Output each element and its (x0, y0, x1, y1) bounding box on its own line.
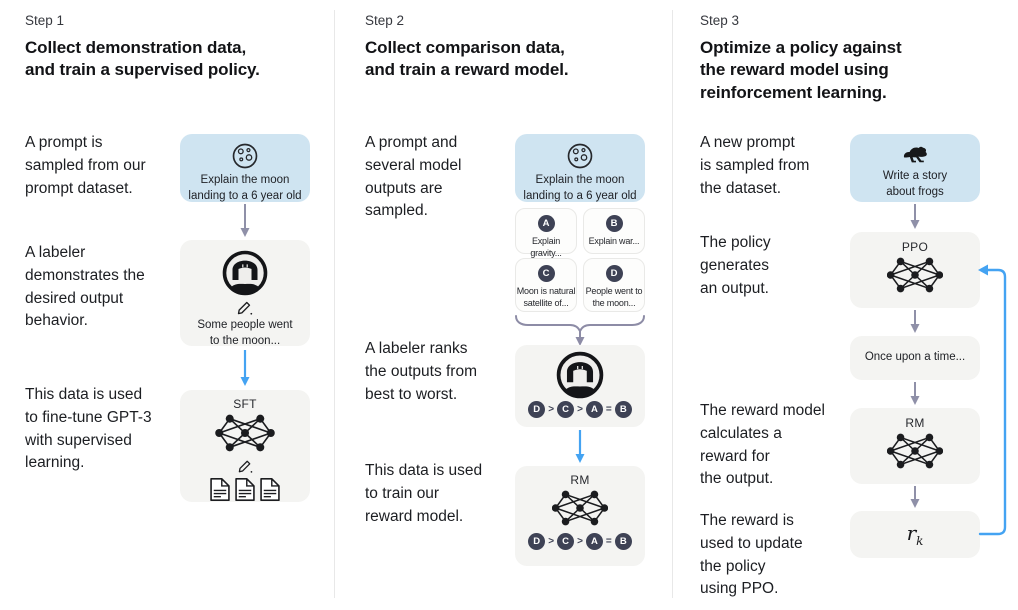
step3-output-box-text: Once upon a time... (864, 351, 966, 364)
neural-network-icon (215, 412, 275, 454)
rank-badge: C (557, 401, 575, 418)
document-icon (209, 477, 231, 502)
step3-prompt-box-text: Write a story about frogs (882, 170, 948, 198)
rank-badge: D (528, 533, 546, 550)
labeler-avatar-icon (222, 250, 268, 296)
step3-caption-prompt: A new prompt is sampled from the dataset… (700, 134, 810, 197)
arrow-down-icon (238, 350, 252, 387)
step3-output-box: Once upon a time... (850, 336, 980, 380)
output-box-d: D People went to the moon... (583, 258, 645, 312)
output-box-a: A Explain gravity... (515, 208, 577, 258)
rm-label: RM (905, 416, 925, 430)
step2-prompt-box: Explain the moon landing to a 6 year old (515, 134, 645, 202)
step3-label: Step 3 (700, 13, 740, 28)
output-text: Explain war... (588, 236, 640, 246)
step2-caption-ranks: A labeler ranks the outputs from best to… (365, 340, 478, 403)
feedback-loop-arrow (977, 260, 1013, 546)
step2-prompt-box-text: Explain the moon landing to a 6 year old (523, 174, 637, 202)
step1-label: Step 1 (25, 13, 65, 28)
rank-separator: > (548, 536, 555, 547)
output-text: People went to the moon... (585, 286, 643, 308)
rank-separator: > (548, 404, 555, 415)
document-icon (234, 477, 256, 502)
step1-labeler-box: Some people went to the moon... (180, 240, 310, 347)
rank-separator: = (605, 404, 612, 415)
neural-network-icon (887, 431, 943, 471)
step2-column: Step 2 Collect comparison data, and trai… (335, 0, 672, 610)
column-divider (672, 10, 673, 598)
step2-rm-box: RM D > C > A (515, 466, 645, 566)
step1-prompt-box-text: Explain the moon landing to a 6 year old (188, 174, 302, 202)
sft-label: SFT (233, 397, 257, 411)
moon-icon (231, 142, 259, 170)
step3-caption-update: The reward is used to update the policy … (700, 512, 803, 598)
rank-badge: A (585, 401, 603, 418)
labeler-avatar-icon (556, 351, 604, 399)
step2-caption-train: This data is used to train our reward mo… (365, 462, 483, 525)
step3-caption-reward: The reward model calculates a reward for… (700, 402, 825, 488)
ranking-row: D > C > A = B (528, 401, 632, 418)
rank-badge: C (557, 533, 575, 550)
output-text: Moon is natural satellite of... (516, 286, 576, 308)
step3-ppo-box: PPO (850, 232, 980, 308)
step1-title: Collect demonstration data, and train a … (25, 38, 260, 80)
step1-column: Step 1 Collect demonstration data, and t… (0, 0, 334, 610)
step3-reward-box: rk (850, 511, 980, 558)
rank-badge: A (585, 533, 603, 550)
output-box-b: B Explain war... (583, 208, 645, 254)
step1-caption-labeler: A labeler demonstrates the desired outpu… (25, 244, 145, 330)
arrow-down-icon (908, 310, 922, 334)
frog-icon (902, 144, 928, 165)
rank-badge: B (614, 533, 632, 550)
reward-value: rk (906, 521, 924, 548)
step2-labeler-box: D > C > A = B (515, 345, 645, 427)
output-badge: A (537, 215, 555, 232)
output-badge: C (537, 265, 555, 282)
arrow-down-icon (238, 204, 252, 238)
step3-rm-box: RM (850, 408, 980, 484)
step3-title: Optimize a policy against the reward mod… (700, 38, 902, 102)
curly-brace-icon (513, 314, 647, 347)
documents-row (209, 477, 281, 502)
rank-badge: D (528, 401, 546, 418)
step1-labeler-box-text: Some people went to the moon... (197, 319, 293, 347)
step2-title: Collect comparison data, and train a rew… (365, 38, 569, 80)
step1-sft-box: SFT (180, 390, 310, 502)
output-box-c: C Moon is natural satellite of... (515, 258, 577, 312)
moon-icon (566, 142, 594, 170)
step1-caption-prompt: A prompt is sampled from our prompt data… (25, 134, 146, 197)
step1-caption-finetune: This data is used to fine-tune GPT-3 wit… (25, 386, 152, 472)
ppo-label: PPO (901, 240, 929, 254)
arrow-down-icon (908, 204, 922, 230)
column-divider (334, 10, 335, 598)
pencil-icon (237, 457, 254, 474)
step3-column: Step 3 Optimize a policy against the rew… (673, 0, 1018, 610)
pencil-icon (236, 298, 254, 316)
rank-separator: = (605, 536, 612, 547)
step2-caption-sampled: A prompt and several model outputs are s… (365, 134, 462, 220)
document-icon (259, 477, 281, 502)
rank-separator: > (577, 536, 583, 547)
neural-network-icon (552, 488, 608, 528)
neural-network-icon (887, 255, 943, 295)
step2-label: Step 2 (365, 13, 405, 28)
arrow-down-icon (573, 430, 587, 464)
arrow-down-icon (908, 382, 922, 406)
step3-caption-policy: The policy generates an output. (700, 234, 771, 297)
step3-prompt-box: Write a story about frogs (850, 134, 980, 202)
output-badge: B (605, 215, 623, 232)
output-badge: D (605, 265, 623, 282)
rank-separator: > (577, 404, 583, 415)
output-text: Explain gravity... (530, 236, 562, 258)
arrow-down-icon (908, 486, 922, 509)
rank-badge: B (614, 401, 632, 418)
ranking-row: D > C > A = B (528, 533, 632, 550)
rm-label: RM (570, 473, 590, 487)
step1-prompt-box: Explain the moon landing to a 6 year old (180, 134, 310, 202)
